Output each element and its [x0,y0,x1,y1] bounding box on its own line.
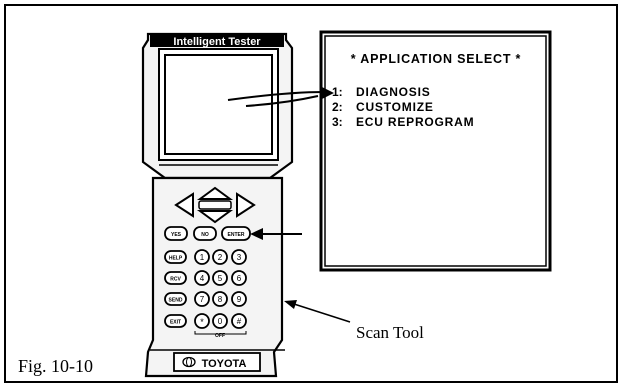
key-star[interactable] [194,313,210,329]
rcv-key[interactable] [164,271,187,285]
callout-title: * APPLICATION SELECT * [351,52,521,66]
scan-tool-pointer: Scan Tool [284,300,424,342]
yes-key-label: YES [171,232,182,238]
menu-item-1-number: 1: [332,85,343,99]
toyota-label: TOYOTA [202,358,247,370]
off-label: OFF [215,333,225,339]
send-key-label: SEND [169,298,183,304]
key-2[interactable] [212,249,228,265]
key-star-label: * [200,317,204,327]
key-1-label: 1 [200,253,205,262]
key-1[interactable] [194,249,210,265]
exit-key-label: EXIT [170,320,181,326]
menu-item-3-label[interactable]: ECU REPROGRAM [356,115,474,129]
help-key-label: HELP [169,256,183,262]
screen-callout: * APPLICATION SELECT * 1: DIAGNOSIS 2: C… [319,30,552,272]
menu-item-2-label[interactable]: CUSTOMIZE [356,100,434,114]
help-key[interactable] [164,250,187,264]
key-6-label: 6 [237,274,242,283]
scan-tool-arrow-icon [284,300,297,309]
menu-item-2-number: 2: [332,100,343,114]
exit-key[interactable] [164,314,187,328]
enter-pointer-arrow-icon [250,228,263,240]
key-3-label: 3 [237,253,242,262]
key-7-label: 7 [200,295,205,304]
left-arrow-icon[interactable] [174,192,194,218]
menu-item-1-label[interactable]: DIAGNOSIS [356,85,431,99]
up-arrow-icon[interactable] [196,186,234,200]
figure-caption: Fig. 10-10 [18,356,93,376]
screen-to-callout-connector [227,86,334,107]
keypad: YES NO ENTER HELP 1 2 3 RCV 4 5 6 [164,226,251,339]
scan-tool-label: Scan Tool [356,323,424,342]
key-0-label: 0 [218,317,223,326]
send-key[interactable] [164,292,187,306]
dpad [174,186,256,224]
key-4-label: 4 [200,274,205,283]
yes-key[interactable] [164,226,188,241]
right-arrow-icon[interactable] [236,192,256,218]
key-0[interactable] [212,313,228,329]
figure-frame [4,4,618,383]
toyota-badge: TOYOTA [173,352,261,372]
key-hash[interactable] [231,313,247,329]
arrow-head-icon [320,86,334,100]
callout-inner-box [324,35,547,267]
device-brand-strip [150,35,284,47]
enter-key-label: ENTER [228,232,245,238]
key-7[interactable] [194,291,210,307]
no-key-label: NO [201,232,209,238]
key-5-label: 5 [218,274,223,283]
device-brand-label: Intelligent Tester [173,36,261,48]
key-3[interactable] [231,249,247,265]
key-hash-label: # [237,317,242,326]
enter-key[interactable] [221,226,251,241]
key-2-label: 2 [218,253,223,262]
key-4[interactable] [194,270,210,286]
key-8[interactable] [212,291,228,307]
enter-key-pointer [250,228,302,240]
key-6[interactable] [231,270,247,286]
menu-item-3-number: 3: [332,115,343,129]
rcv-key-label: RCV [170,277,181,283]
key-5[interactable] [212,270,228,286]
key-9[interactable] [231,291,247,307]
down-arrow-icon[interactable] [196,210,234,224]
key-8-label: 8 [218,295,223,304]
key-9-label: 9 [237,295,242,304]
no-key[interactable] [193,226,217,241]
scan-tool-device: Intelligent Tester YES NO ENTER HELP [141,32,294,378]
